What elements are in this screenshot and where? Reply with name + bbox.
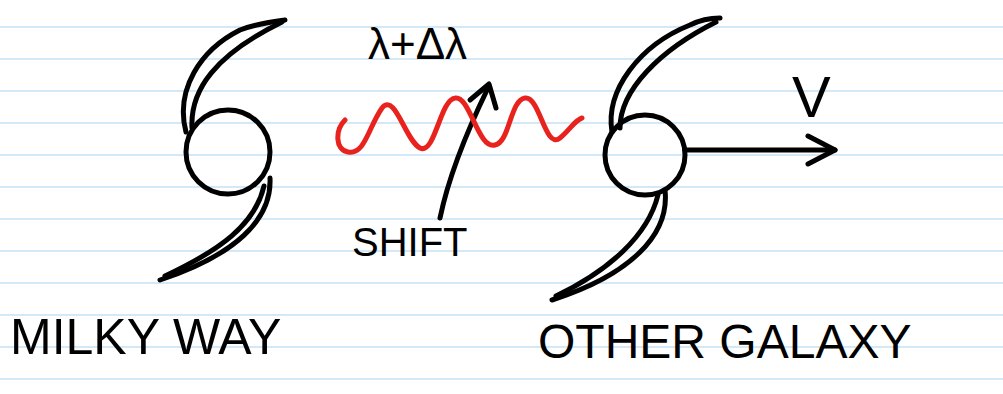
milky-way-galaxy (160, 20, 285, 280)
wavelength-label: λ+Δλ (368, 22, 467, 66)
velocity-label: V (792, 68, 831, 126)
galaxy-name: OTHER GALAXY (538, 318, 911, 366)
other-galaxy (552, 18, 720, 300)
velocity-arrow (685, 136, 835, 164)
shift-label: SHIFT (352, 222, 468, 262)
light-wave (338, 98, 582, 152)
galaxy-name: MILKY WAY (10, 312, 281, 362)
ruled-lines (0, 27, 1003, 379)
